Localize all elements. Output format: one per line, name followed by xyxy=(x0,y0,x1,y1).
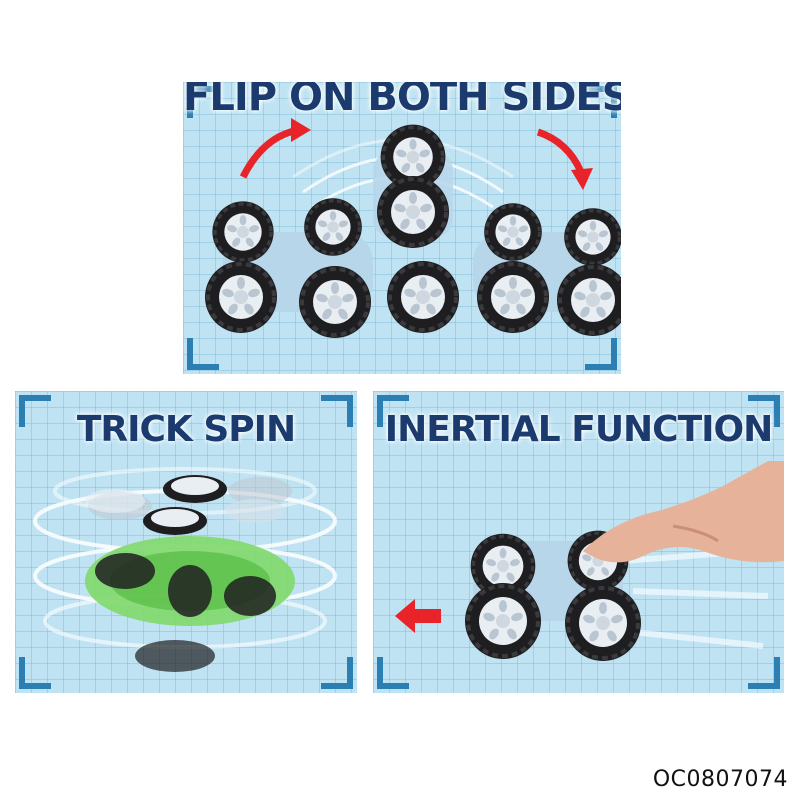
left-red-arrow-icon xyxy=(395,599,441,633)
panel-title: FLIP ON BOTH SIDES xyxy=(183,82,621,120)
panel-title: TRICK SPIN xyxy=(76,409,296,450)
spin-panel: TRICK SPIN xyxy=(15,391,357,693)
frame-corner xyxy=(748,657,780,689)
spin-illustration xyxy=(33,467,337,672)
flip-illustration xyxy=(203,118,621,340)
frame-corner xyxy=(585,86,617,118)
inertial-panel: INERTIAL FUNCTION xyxy=(373,391,784,693)
frame-corner xyxy=(377,657,409,689)
hand-illustration xyxy=(583,461,784,563)
inertial-illustration xyxy=(395,461,784,663)
frame-corner xyxy=(585,338,617,370)
curved-red-arrow-icon xyxy=(536,128,585,174)
frame-corner xyxy=(321,395,353,427)
flip-panel: FLIP ON BOTH SIDES xyxy=(183,82,621,374)
frame-corner xyxy=(19,657,51,689)
curved-red-arrow-icon xyxy=(239,126,299,179)
frame-corner xyxy=(377,395,409,427)
product-code: OC0807074 xyxy=(652,767,788,792)
frame-corner xyxy=(748,395,780,427)
frame-corner xyxy=(321,657,353,689)
frame-corner xyxy=(187,338,219,370)
frame-corner xyxy=(19,395,51,427)
frame-corner xyxy=(187,86,219,118)
panel-title: INERTIAL FUNCTION xyxy=(384,409,774,450)
